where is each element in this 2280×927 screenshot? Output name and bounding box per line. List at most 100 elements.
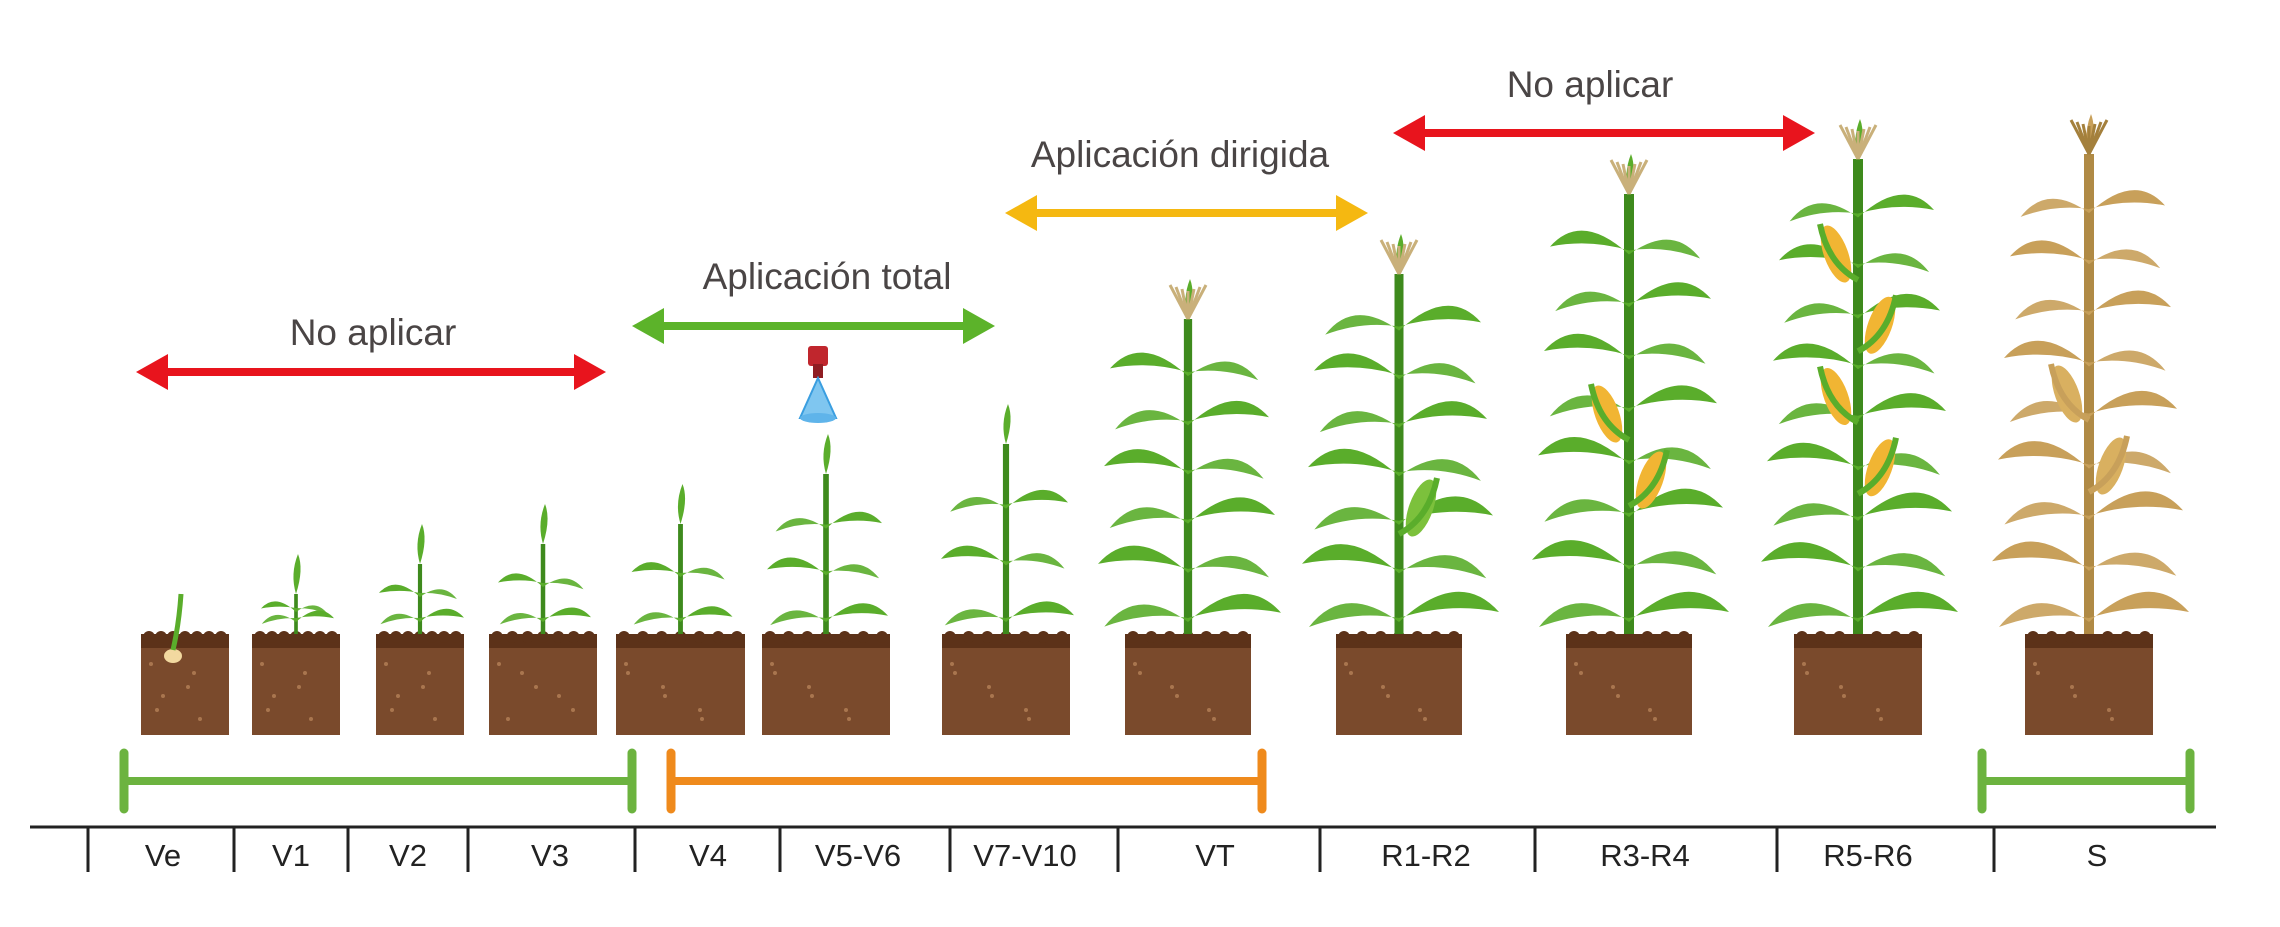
leaf	[826, 603, 888, 622]
leaf	[1773, 503, 1858, 526]
soil-clod	[155, 631, 167, 643]
soil-clod	[1037, 631, 1050, 643]
leaf	[767, 557, 826, 576]
arrow-label-aplicacion-dirigida: Aplicación dirigida	[1030, 134, 1330, 175]
soil-speck	[260, 662, 264, 666]
soil-speck	[1138, 671, 1142, 675]
soil-block	[489, 634, 597, 735]
leaf-tip	[417, 524, 425, 564]
soil-speck	[807, 685, 811, 689]
soil-clod	[390, 631, 402, 643]
soil-clod	[506, 631, 519, 643]
soil-clod	[981, 631, 994, 643]
soil-speck	[1175, 694, 1179, 698]
leaf-tip	[823, 434, 831, 474]
cob-husk	[2087, 435, 2130, 495]
soil-block	[1336, 634, 1462, 735]
soil-clod	[2101, 631, 2114, 643]
stage-plant-v3	[489, 504, 597, 735]
soil-clod	[326, 631, 338, 643]
stage-label-r3-r4: R3-R4	[1600, 838, 1690, 873]
soil-speck	[770, 662, 774, 666]
soil-speck	[1876, 708, 1880, 712]
leaf	[775, 518, 826, 532]
leaf	[680, 606, 733, 622]
soil-speck	[1579, 671, 1583, 675]
soil-speck	[1653, 717, 1657, 721]
soil-clod	[521, 631, 534, 643]
soil-clod	[1056, 631, 1068, 643]
soil-block	[2025, 634, 2153, 735]
soil-clod	[674, 631, 687, 643]
leaf	[1188, 458, 1264, 479]
leaf	[420, 608, 464, 622]
cob-husk	[1397, 477, 1440, 537]
soil-clod	[1833, 631, 1846, 643]
soil-speck	[1349, 671, 1353, 675]
soil-clod	[1678, 631, 1690, 643]
soil-speck	[953, 671, 957, 675]
stage-plant-r5-r6	[1761, 119, 1958, 735]
arrow-no-aplicar-late	[1393, 115, 1815, 151]
soil-speck	[2070, 685, 2074, 689]
stage-plant-v1	[252, 554, 340, 735]
stage-label-s: S	[2086, 838, 2108, 873]
stage-label-vt: VT	[1195, 838, 1235, 873]
tassel	[2087, 119, 2109, 155]
soil-clod	[1814, 631, 1827, 643]
soil-clod	[414, 631, 426, 643]
tassel	[1627, 159, 1649, 195]
soil-speck	[990, 694, 994, 698]
soil-block	[252, 634, 340, 735]
soil-clod	[1356, 631, 1369, 643]
soil-clod	[254, 631, 266, 643]
soil-speck	[1212, 717, 1216, 721]
leaf	[1006, 553, 1065, 569]
soil-block	[616, 634, 745, 735]
leaf-tip	[293, 554, 301, 594]
stage-label-v7-v10: V7-V10	[973, 838, 1077, 873]
nozzle-tip	[813, 364, 823, 378]
leaf	[1314, 507, 1399, 530]
soil-clod	[567, 631, 580, 643]
leaf	[499, 612, 543, 625]
arrow-aplicacion-dirigida	[1005, 195, 1368, 231]
leaf	[1188, 400, 1269, 426]
leaf	[1629, 447, 1711, 470]
soil-clod	[693, 631, 706, 643]
leaf	[770, 610, 826, 626]
stage-label-r5-r6: R5-R6	[1823, 838, 1913, 873]
stage-plant-r3-r4	[1532, 154, 1729, 735]
soil-clod	[782, 631, 795, 643]
arrow-head-right	[1336, 195, 1368, 231]
leaf	[1784, 303, 1858, 323]
soil-clod	[302, 631, 314, 643]
stage-plant-v2	[376, 524, 464, 735]
soil-clod	[2064, 631, 2077, 643]
leaf	[380, 613, 420, 625]
leaf	[1302, 544, 1399, 574]
leaf	[1006, 489, 1068, 509]
soil-speck	[661, 685, 665, 689]
soil-clod	[266, 631, 278, 643]
soil-block	[141, 634, 229, 735]
leaf	[826, 564, 880, 579]
soil-clod	[876, 631, 888, 643]
leaf	[1314, 353, 1399, 380]
soil-clod	[1448, 631, 1460, 643]
leaf	[1309, 603, 1399, 627]
soil-speck	[1879, 717, 1883, 721]
leaf	[2004, 340, 2089, 367]
leaf	[1999, 603, 2089, 627]
soil-speck	[520, 671, 524, 675]
leaf	[950, 496, 1006, 512]
leaf-tip	[540, 504, 548, 544]
soil-clod	[378, 631, 390, 643]
leaf	[1319, 411, 1399, 433]
spray-cone	[798, 375, 838, 419]
soil-speck	[1616, 694, 1620, 698]
leaf	[1544, 333, 1629, 360]
stage-label-v3: V3	[531, 838, 569, 873]
soil-clod	[1568, 631, 1580, 643]
arrow-shaft	[658, 322, 969, 330]
